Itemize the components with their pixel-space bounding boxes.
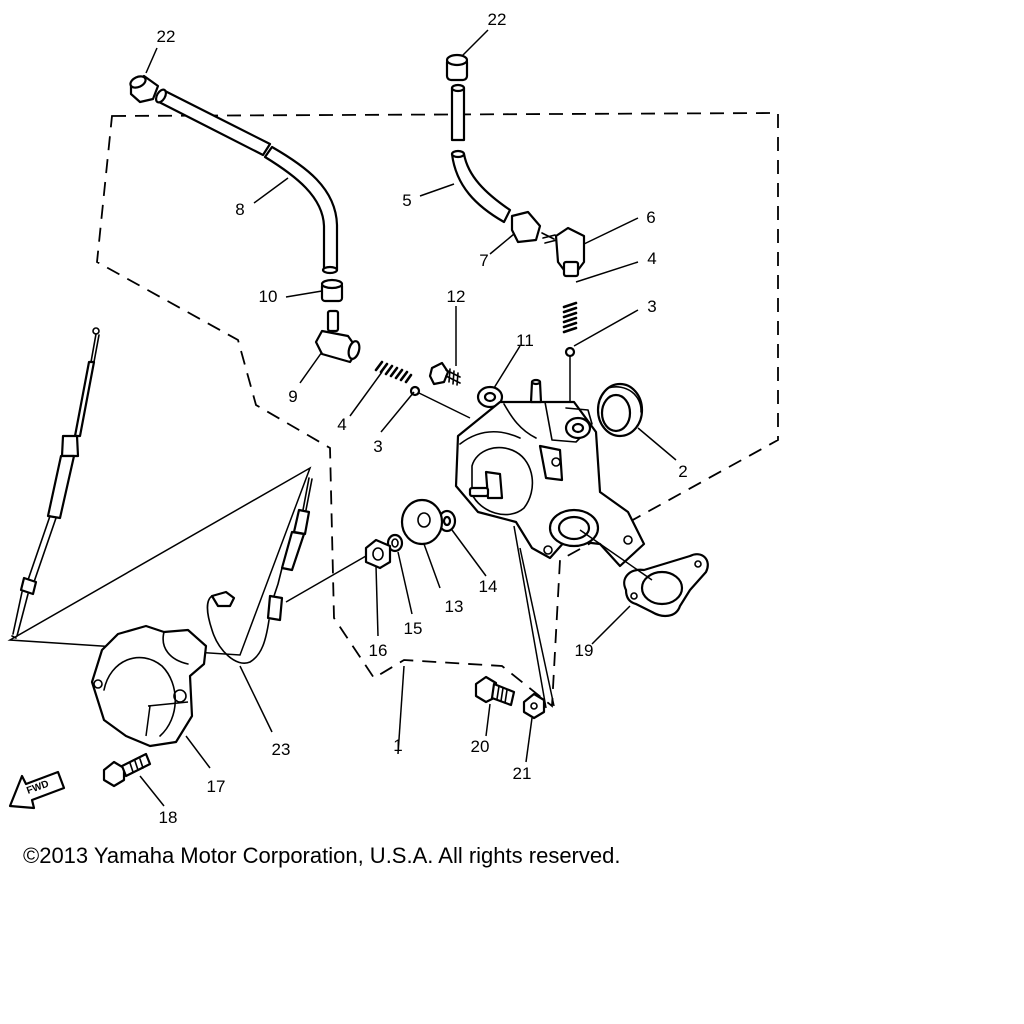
part-10-clip [320,278,344,303]
callout-16: 16 [369,641,388,660]
copyright-notice: ©2013 Yamaha Motor Corporation, U.S.A. A… [23,843,621,868]
callout-17: 17 [207,777,226,796]
throttle-cable-left [11,327,100,639]
part-9-elbow-fitting [314,309,361,364]
callout-5: 5 [402,191,411,210]
callout-13: 13 [445,597,464,616]
callout-4-top: 4 [647,249,656,268]
leader-lines [139,29,677,807]
part-8-oil-hose [154,88,339,275]
part-15-circlip [386,533,404,553]
callout-7: 7 [479,251,488,270]
part-12-screw [428,361,461,386]
callout-19: 19 [575,641,594,660]
assembly-outline-dashed [96,112,779,708]
callout-3-left: 3 [373,437,382,456]
part-11-washer [476,385,504,409]
callout-21: 21 [513,764,532,783]
callout-labels: 22 22 8 5 6 7 4 3 10 12 11 9 4 3 2 14 13… [157,10,688,827]
part-22-right-cap [445,53,469,82]
part-22-left-cap [129,74,160,104]
callout-4-left: 4 [337,415,346,434]
callout-12: 12 [447,287,466,306]
forward-direction-arrow: FWD [8,770,66,810]
part-16-nut [364,538,392,570]
part-21-nut [522,692,546,720]
callout-2: 2 [678,462,687,481]
part-13-pulley [400,498,444,546]
callout-18: 18 [159,808,178,827]
part-1-oil-pump-assembly [454,378,646,568]
callout-3-top: 3 [647,297,656,316]
callout-23: 23 [272,740,291,759]
callout-22-left: 22 [157,27,176,46]
part-14-washer [437,509,457,533]
callout-1: 1 [393,736,402,755]
callout-22-right: 22 [488,10,507,29]
part-19-gasket [623,553,709,618]
part-3-check-ball-top [564,346,576,358]
callout-15: 15 [404,619,423,638]
part-17-pump-cover [90,624,208,748]
callout-14: 14 [479,577,498,596]
part-6-elbow-fitting [541,226,586,278]
part-18-screw [102,752,152,788]
callout-11: 11 [516,331,534,350]
part-4-spring-top [562,301,578,334]
part-2-oil-seal [596,382,644,438]
part-23-pump-cable [206,477,313,664]
callout-9: 9 [288,387,297,406]
part-4-spring-left [374,360,413,384]
part-7-clip [510,210,542,244]
callout-10: 10 [259,287,278,306]
callout-20: 20 [471,737,490,756]
part-20-bolt [474,675,516,707]
callout-8: 8 [235,200,244,219]
callout-6: 6 [646,208,655,227]
part-5-oil-hose [450,83,512,224]
